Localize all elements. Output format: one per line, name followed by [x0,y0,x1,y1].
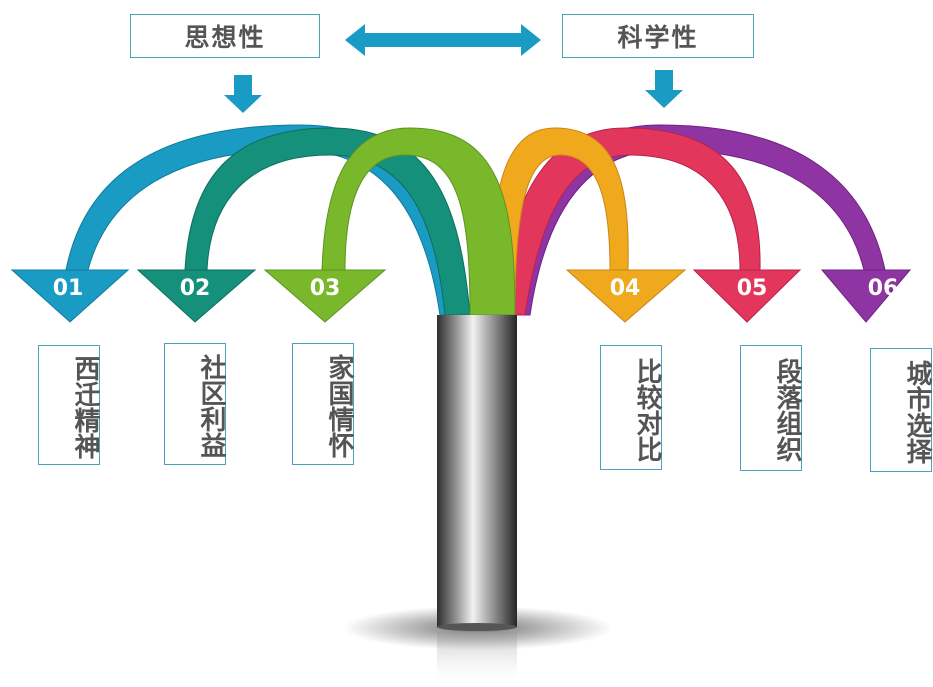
branch-label-04: 比较对比 [632,357,662,462]
branch-label-box-03: 家国情怀 [292,343,354,465]
branch-label-01: 西迁精神 [70,355,100,459]
branch-number-01: 01 [53,276,84,301]
ribbon-03 [263,127,516,323]
pole-reflection [437,632,517,687]
ribbon-04 [489,127,687,323]
down-arrow-left-icon [224,75,262,113]
branch-label-box-06: 城市选择 [870,348,932,472]
branch-label-box-02: 社区利益 [164,343,226,465]
branch-number-06: 06 [868,276,899,301]
branch-number-05: 05 [737,276,768,301]
header-right-box: 科学性 [562,14,754,58]
branch-label-box-05: 段落组织 [740,345,802,471]
header-left-box: 思想性 [130,14,320,58]
branch-number-03: 03 [310,276,341,301]
branch-label-box-04: 比较对比 [600,345,662,470]
branch-label-02: 社区利益 [196,354,226,458]
header-right-label: 科学性 [617,23,699,52]
branch-label-06: 城市选择 [902,360,932,464]
branch-label-05: 段落组织 [772,358,802,462]
header-left-label: 思想性 [184,23,266,52]
double-arrow-icon [345,24,541,56]
branch-number-04: 04 [610,276,641,301]
down-arrow-right-icon [645,70,683,108]
branch-number-02: 02 [180,276,211,301]
branch-label-box-01: 西迁精神 [38,345,100,465]
branch-label-03: 家国情怀 [324,354,354,458]
